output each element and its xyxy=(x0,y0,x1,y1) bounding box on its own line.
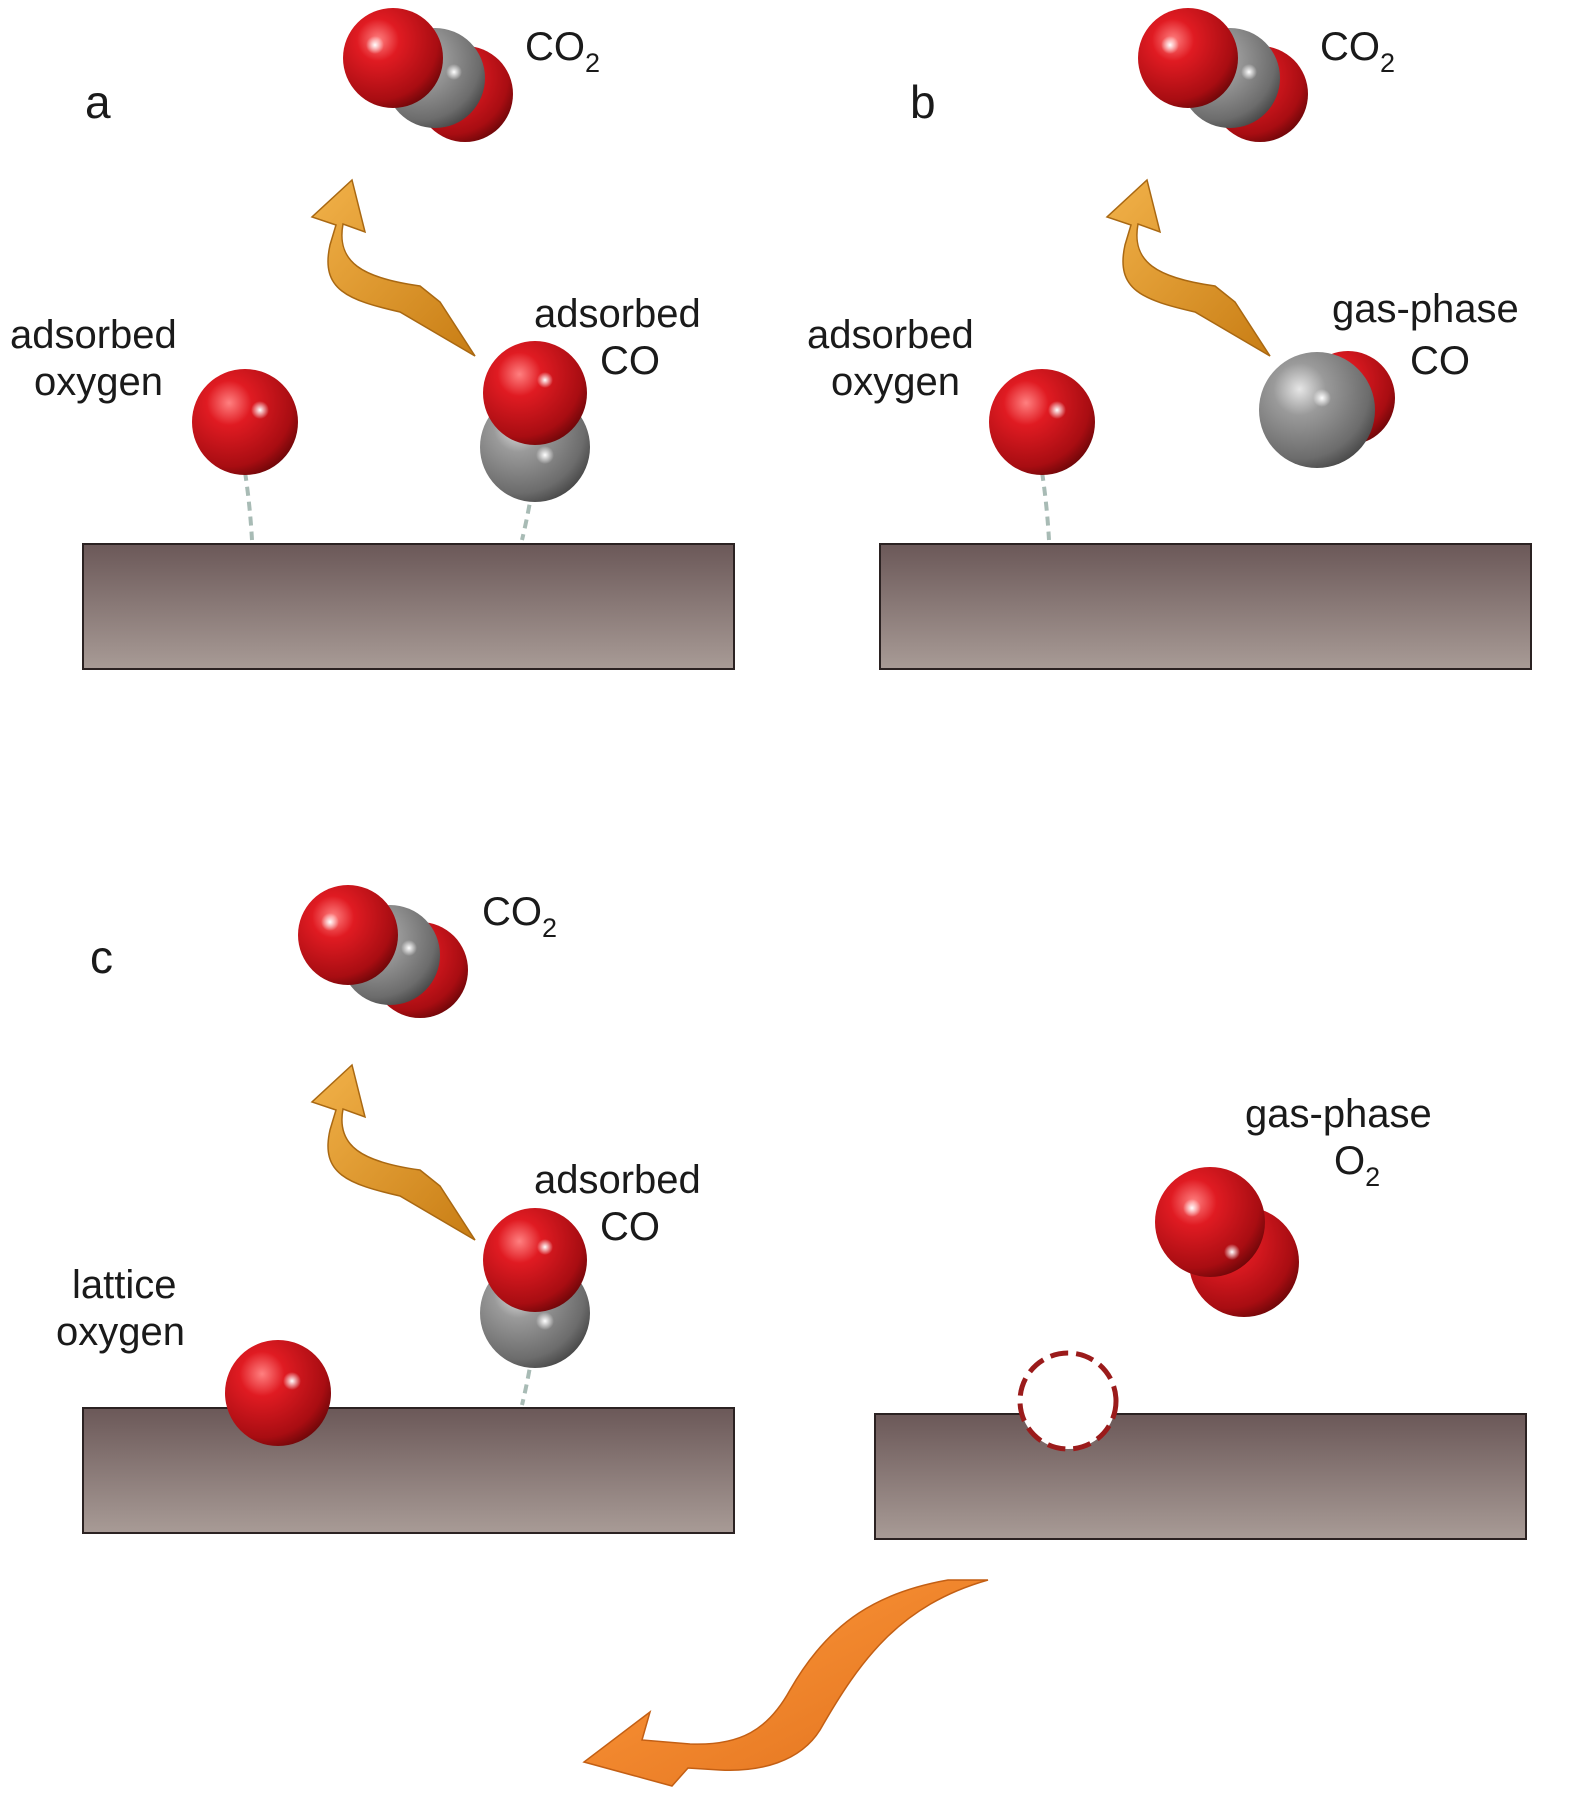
highlight xyxy=(537,372,553,388)
adsorbed-oxygen-label-line1: adsorbed xyxy=(807,313,974,357)
co2-molecule xyxy=(1138,8,1308,142)
adsorbed-co-label-line1: adsorbed xyxy=(534,292,701,336)
adsorbed-co-label-line2: CO xyxy=(600,1205,660,1249)
adsorbed-oxygen-label-line1: adsorbed xyxy=(10,313,177,357)
lattice-oxygen-label-line2: oxygen xyxy=(56,1310,185,1354)
reaction-arrow-icon xyxy=(1105,178,1271,357)
highlight xyxy=(537,1239,553,1255)
highlight xyxy=(321,913,339,931)
highlight xyxy=(251,401,269,419)
highlight xyxy=(446,64,462,80)
gas-phase-o2-label-line1: gas-phase xyxy=(1245,1092,1432,1136)
oxygen-atom xyxy=(225,1340,331,1446)
oxygen-atom xyxy=(483,1208,587,1312)
adsorption-bond xyxy=(1040,471,1051,541)
highlight xyxy=(536,446,554,464)
adsorption-bond xyxy=(243,471,254,541)
regeneration-arrow-icon xyxy=(582,1579,989,1787)
catalyst-surface xyxy=(82,1407,735,1534)
co2-label: CO2 xyxy=(1320,25,1395,78)
panel-b: b CO2 adsorbed oxygen gas-phase CO xyxy=(807,8,1532,670)
highlight xyxy=(536,1312,554,1330)
o2-molecule xyxy=(1155,1167,1299,1317)
highlight xyxy=(1224,1244,1240,1260)
adsorbed-oxygen-label-line2: oxygen xyxy=(831,360,960,404)
reaction-arrow-icon xyxy=(310,178,476,357)
reduced-catalyst-surface xyxy=(874,1413,1527,1540)
adsorbed-co-label-line1: adsorbed xyxy=(534,1158,701,1202)
adsorbed-co-label-line2: CO xyxy=(600,339,660,383)
highlight xyxy=(401,940,417,956)
panel-letter-a: a xyxy=(85,76,111,128)
oxygen-vacancy xyxy=(1017,1350,1119,1452)
carbon-atom xyxy=(1259,352,1375,468)
panel-a: a CO2 adsorbed oxygen adsorbed CO xyxy=(10,8,735,670)
highlight xyxy=(1048,401,1066,419)
oxygen-atom xyxy=(483,341,587,445)
panel-letter-b: b xyxy=(910,76,936,128)
panel-letter-c: c xyxy=(90,931,113,983)
gas-phase-o2-label-line2: O2 xyxy=(1334,1139,1380,1192)
co2-label: CO2 xyxy=(482,890,557,943)
co2-molecule xyxy=(343,8,513,142)
oxygen-atom xyxy=(192,369,298,475)
highlight xyxy=(1183,1199,1201,1217)
oxygen-atom xyxy=(1155,1167,1265,1277)
co2-label: CO2 xyxy=(525,25,600,78)
highlight xyxy=(1313,389,1331,407)
lattice-oxygen-label-line1: lattice xyxy=(72,1263,177,1307)
oxygen-atom xyxy=(989,369,1095,475)
gas-phase-co-label-line2: CO xyxy=(1410,339,1470,383)
highlight xyxy=(366,36,384,54)
catalyst-surface xyxy=(879,543,1532,670)
gas-phase-co-label-line1: gas-phase xyxy=(1332,287,1519,331)
oxygen-atom xyxy=(298,885,398,985)
adsorbed-oxygen-label-line2: oxygen xyxy=(34,360,163,404)
reaction-arrow-icon xyxy=(310,1063,476,1241)
highlight xyxy=(1241,64,1257,80)
oxygen-atom xyxy=(343,8,443,108)
highlight xyxy=(1161,36,1179,54)
co2-molecule xyxy=(298,885,468,1018)
catalyst-surface xyxy=(82,543,735,670)
highlight xyxy=(283,1372,301,1390)
panel-c: c CO2 lattice oxygen adsorbed CO gas-pha… xyxy=(56,885,1527,1787)
oxygen-atom xyxy=(1138,8,1238,108)
